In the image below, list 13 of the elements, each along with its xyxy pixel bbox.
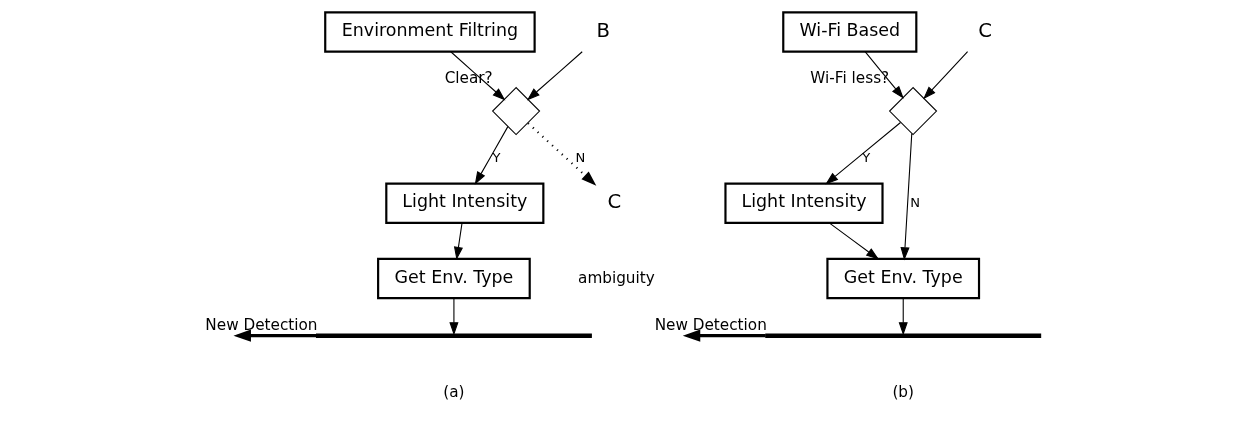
node-text: C <box>607 190 622 214</box>
node-text: C <box>978 18 992 42</box>
node-label: Wi-Fi less? <box>810 69 890 88</box>
node-text: B <box>596 18 611 42</box>
node-label: New Detection <box>654 315 767 334</box>
edge-label: Y <box>862 150 871 166</box>
edge-label: Y <box>492 150 501 166</box>
edge-label: N <box>575 150 586 166</box>
node-label: New Detection <box>205 315 318 334</box>
label: ambiguity <box>578 268 655 287</box>
label: (a) <box>443 383 465 402</box>
edge-label: N <box>910 194 921 210</box>
label: (b) <box>892 383 915 402</box>
